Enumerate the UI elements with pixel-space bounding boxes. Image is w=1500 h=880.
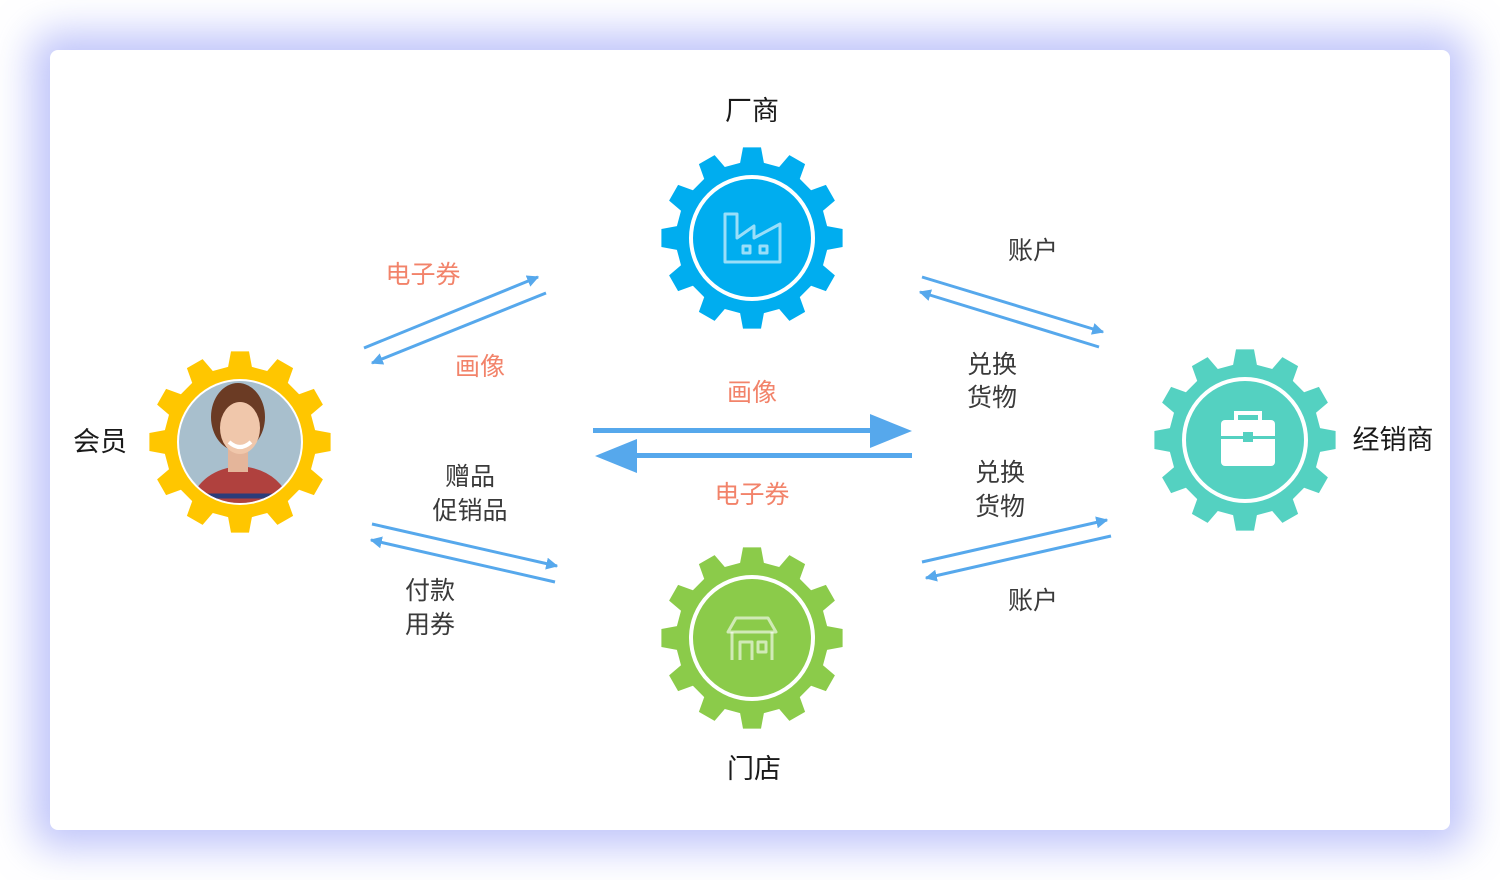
arrow-member-to-dealer [593,414,912,448]
flow-label-exchange-to-dealer-2: 兑换 [975,458,1025,487]
store-label: 门店 [727,754,781,785]
factory-ring [689,175,815,301]
flow-label-use-coupon: 用券 [405,610,455,639]
dealer-ring [1182,377,1308,503]
factory-gear [661,147,843,329]
flow-label-payment: 付款 [405,576,455,605]
store-node[interactable] [661,547,843,729]
flow-label-exchange-to-dealer-1: 兑换 [967,350,1017,379]
arrow-factory-to-member [370,291,547,365]
flow-label-account-to-factory: 账户 [1008,236,1058,265]
arrow-member-to-store [371,522,559,570]
arrow-dealer-to-store [924,534,1112,582]
member-node[interactable] [149,351,331,533]
flow-label-profile-to-member: 画像 [455,352,505,381]
store-gear [661,547,843,729]
flow-label-goods-to-dealer-2: 货物 [975,492,1025,521]
flow-label-account-to-store: 账户 [1008,586,1058,615]
briefcase-icon [1221,411,1275,466]
member-label: 会员 [73,427,127,458]
arrow-dealer-to-member [595,439,912,473]
factory-label: 厂商 [725,96,779,127]
arrow-member-to-factory [363,275,540,350]
member-avatar [179,381,301,503]
arrow-factory-to-dealer [921,275,1105,335]
flow-label-goods-to-dealer-1: 货物 [967,383,1017,412]
arrow-store-to-dealer [921,516,1109,564]
flow-label-coupon-to-factory: 电子券 [385,260,460,289]
arrow-dealer-to-factory [918,289,1100,349]
factory-icon [723,212,782,264]
dealer-node[interactable] [1154,349,1336,531]
store-icon [726,616,778,660]
store-ring [689,575,815,701]
dealer-label: 经销商 [1353,425,1434,456]
flow-label-gift: 赠品 [445,462,495,491]
flow-label-profile-to-dealer: 画像 [727,378,777,407]
arrow-store-to-member [369,536,556,584]
flow-label-coupon-to-member: 电子券 [714,480,789,509]
factory-node[interactable] [661,147,843,329]
flow-label-promo-goods: 促销品 [432,496,507,525]
